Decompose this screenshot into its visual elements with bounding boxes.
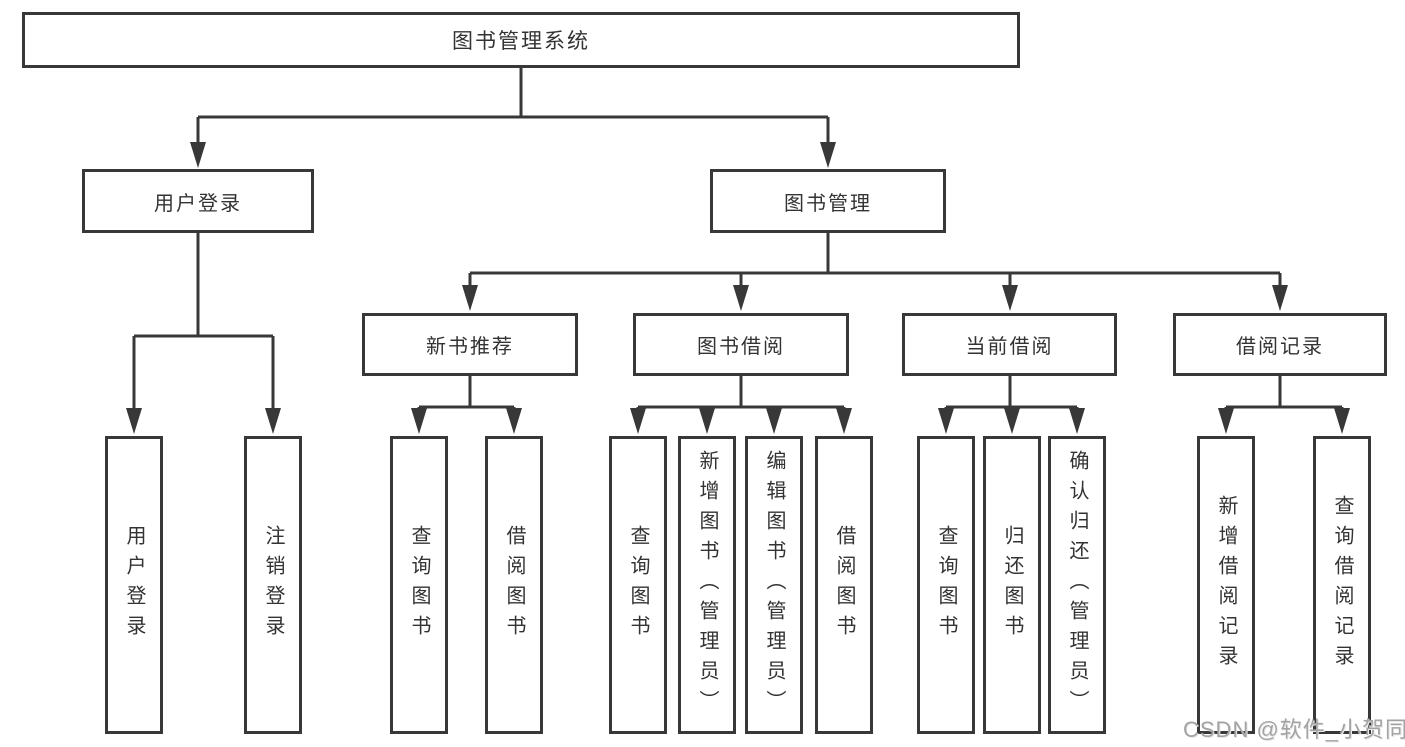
leaf-cb-query-book: 查询图书 <box>917 436 975 734</box>
node-borrowing-records: 借阅记录 <box>1173 313 1387 376</box>
node-root-system: 图书管理系统 <box>22 12 1020 68</box>
arrowheads <box>126 142 1350 434</box>
leaf-nb-borrow-book: 借阅图书 <box>485 436 543 734</box>
leaf-user-login: 用户登录 <box>105 436 163 734</box>
watermark: CSDN @软件_小贺同学 <box>1183 717 1405 742</box>
leaf-bb-add-book-admin: 新增图书（管理员） <box>678 436 736 734</box>
leaf-logout: 注销登录 <box>244 436 302 734</box>
leaf-rec-query-borrow-record: 查询借阅记录 <box>1313 436 1371 734</box>
leaf-cb-return-book: 归还图书 <box>983 436 1041 734</box>
node-new-book-recommendation: 新书推荐 <box>362 313 578 376</box>
leaf-nb-query-book: 查询图书 <box>390 436 448 734</box>
tree-edges <box>132 68 1344 410</box>
node-current-borrowing: 当前借阅 <box>902 313 1117 376</box>
leaf-rec-add-borrow-record: 新增借阅记录 <box>1197 436 1255 734</box>
leaf-bb-borrow-book: 借阅图书 <box>815 436 873 734</box>
leaf-bb-edit-book-admin: 编辑图书（管理员） <box>745 436 803 734</box>
node-book-borrowing: 图书借阅 <box>633 313 849 376</box>
leaf-cb-confirm-return-admin: 确认归还（管理员） <box>1048 436 1106 734</box>
node-user-login: 用户登录 <box>82 169 314 233</box>
node-book-management: 图书管理 <box>710 169 946 233</box>
leaf-bb-query-book: 查询图书 <box>609 436 667 734</box>
